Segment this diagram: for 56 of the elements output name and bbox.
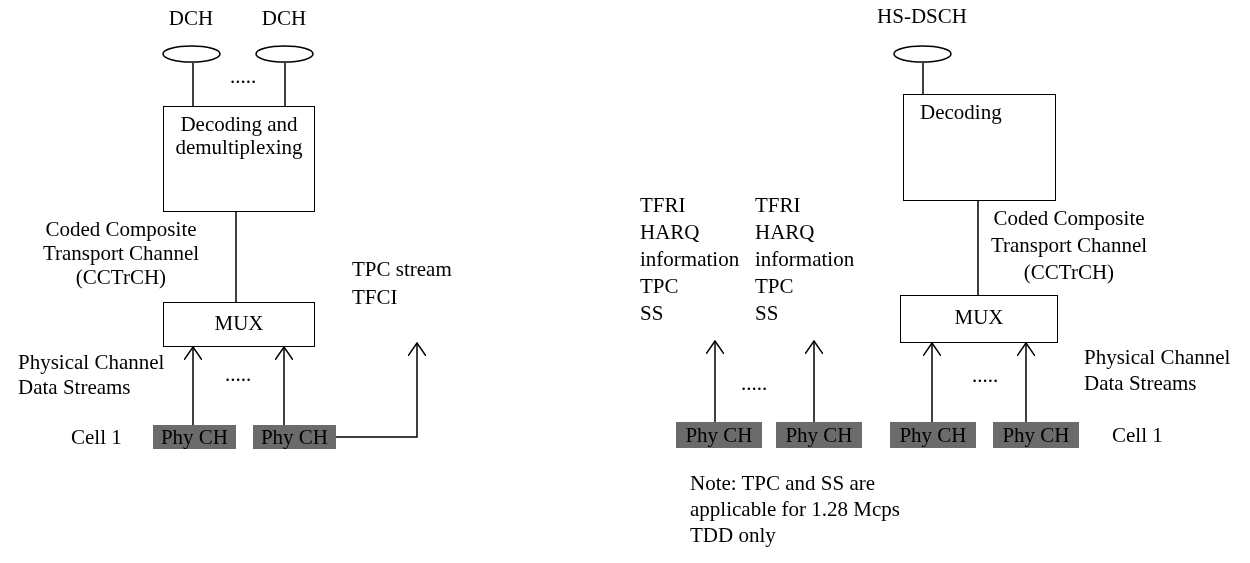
info-text: TFRI xyxy=(640,192,687,219)
cell-label: Cell 1 xyxy=(1112,423,1164,447)
process-box xyxy=(163,302,315,347)
ellipsis-text: ..... xyxy=(741,371,769,395)
note-text: Note: TPC and SS are applicable for 1.28 Mcps TDD only xyxy=(690,470,901,548)
connector xyxy=(977,200,979,296)
channel-name: HS-DSCH xyxy=(876,4,968,28)
ellipsis-text: ..... xyxy=(230,64,258,88)
channel-block xyxy=(253,425,336,449)
info-text: HARQ information xyxy=(755,219,856,273)
channel-label: Phy CH xyxy=(160,425,229,449)
connector xyxy=(335,342,427,438)
process-box xyxy=(163,106,315,212)
channel-label: Phy CH xyxy=(685,423,753,447)
channel-block xyxy=(993,422,1079,448)
connector xyxy=(922,62,924,95)
connector xyxy=(804,340,824,423)
channel-block xyxy=(890,422,976,448)
streams-caption: Physical Channel Data Streams xyxy=(1084,344,1232,396)
box-label: MUX xyxy=(213,312,265,335)
channel-caption: Coded Composite Transport Channel (CCTrCH) xyxy=(989,205,1149,286)
info-text: TFCI xyxy=(352,284,399,311)
info-text: SS xyxy=(640,300,665,327)
process-box xyxy=(903,94,1056,201)
process-box xyxy=(900,295,1058,343)
ellipsis-text: ..... xyxy=(972,363,1000,387)
cell-label: Cell 1 xyxy=(71,425,123,449)
ellipsis-text: ..... xyxy=(225,362,253,386)
connector xyxy=(274,346,294,426)
channel-caption: Coded Composite Transport Channel (CCTrCH) xyxy=(41,217,201,289)
info-text: TPC stream xyxy=(352,256,453,283)
box-label: MUX xyxy=(953,306,1005,329)
connector xyxy=(1016,342,1036,423)
box-label: Decoding xyxy=(920,101,1003,124)
channel-label: Phy CH xyxy=(1002,423,1070,447)
info-text: SS xyxy=(755,300,780,327)
info-text: TPC xyxy=(640,273,680,300)
info-text: HARQ information xyxy=(640,219,741,273)
channel-name: DCH xyxy=(260,6,308,30)
connector xyxy=(922,342,942,423)
connector xyxy=(705,340,725,423)
connector xyxy=(235,211,237,303)
box-label: Decoding and demultiplexing xyxy=(174,113,304,159)
channel-name: DCH xyxy=(167,6,215,30)
connector xyxy=(183,346,203,426)
channel-label: Phy CH xyxy=(899,423,967,447)
info-text: TPC xyxy=(755,273,795,300)
streams-caption: Physical Channel Data Streams xyxy=(18,350,166,400)
channel-block xyxy=(153,425,236,449)
connector xyxy=(192,62,194,107)
channel-label: Phy CH xyxy=(260,425,329,449)
channel-block xyxy=(776,422,862,448)
info-text: TFRI xyxy=(755,192,802,219)
channel-label: Phy CH xyxy=(785,423,853,447)
connector xyxy=(284,62,286,107)
channel-block xyxy=(676,422,762,448)
